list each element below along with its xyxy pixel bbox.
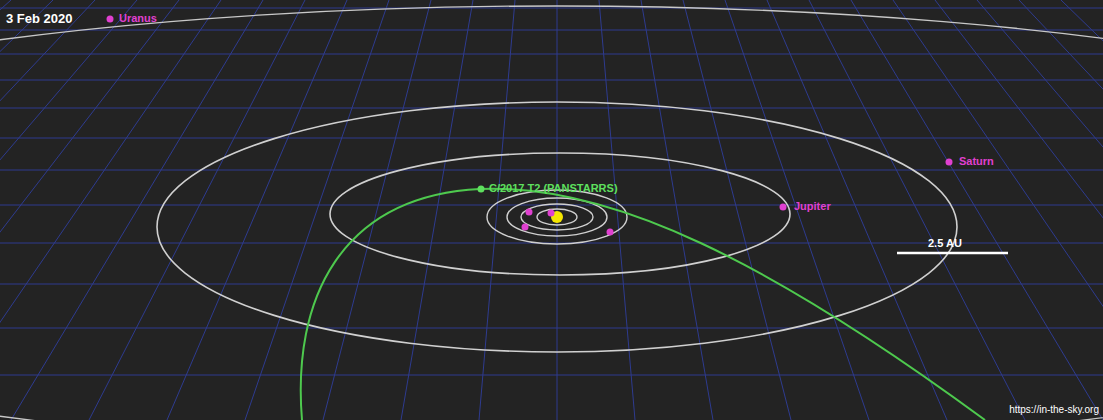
grid-line (1019, 0, 1103, 420)
grid-line (0, 375, 1103, 376)
grid-line (809, 0, 1025, 420)
grid-line (323, 0, 431, 420)
grid-line (0, 138, 1103, 139)
grid-line (167, 0, 347, 420)
grid-line (245, 0, 389, 420)
mars-orbit (487, 190, 627, 244)
planet-dot (522, 224, 529, 231)
comet-dot (478, 186, 485, 193)
watermark: https://in-the-sky.org (1009, 405, 1099, 415)
grid-line (0, 170, 1103, 171)
planet-label: Jupiter (794, 201, 831, 212)
grid-line (0, 0, 221, 420)
grid-line (0, 8, 1103, 9)
grid-line (0, 0, 137, 420)
grid-line (0, 30, 1103, 31)
uranus-orbit (0, 6, 1103, 420)
mercury-orbit (537, 209, 577, 225)
planet-label: Uranus (119, 13, 157, 24)
grid-line (0, 328, 1103, 329)
planet-dot (526, 209, 533, 216)
grid-line (89, 0, 305, 420)
grid-line (0, 0, 179, 420)
venus-orbit (521, 204, 593, 230)
grid-line (0, 108, 1103, 109)
grid-line (767, 0, 947, 420)
grid-line (0, 0, 53, 420)
scale-bar (897, 252, 1008, 255)
planet-label: Saturn (959, 156, 994, 167)
saturn-orbit (157, 102, 957, 352)
grid-line (0, 0, 11, 420)
jupiter-dot (780, 204, 787, 211)
scale-label: 2.5 AU (928, 238, 962, 249)
jupiter-orbit (330, 153, 790, 275)
grid-line (0, 54, 1103, 55)
date-label: 3 Feb 2020 (6, 12, 73, 25)
saturn-dot (946, 159, 953, 166)
grid-line (0, 284, 1103, 285)
grid-line (893, 0, 1103, 420)
grid-line (641, 0, 713, 420)
grid-line (11, 0, 263, 420)
earth-orbit (507, 198, 607, 236)
grid-line (401, 0, 473, 420)
grid-line (851, 0, 1103, 420)
planet-dot (607, 229, 614, 236)
grid-line (725, 0, 869, 420)
comet-orbit (301, 189, 985, 420)
grid-line (1061, 0, 1103, 420)
grid-line (557, 0, 558, 420)
planet-dot (548, 210, 555, 217)
grid-line (0, 0, 95, 420)
grid-line (683, 0, 791, 420)
grid-line (977, 0, 1103, 420)
comet-label: C/2017 T2 (PANSTARRS) (489, 183, 618, 194)
uranus-dot (107, 16, 114, 23)
